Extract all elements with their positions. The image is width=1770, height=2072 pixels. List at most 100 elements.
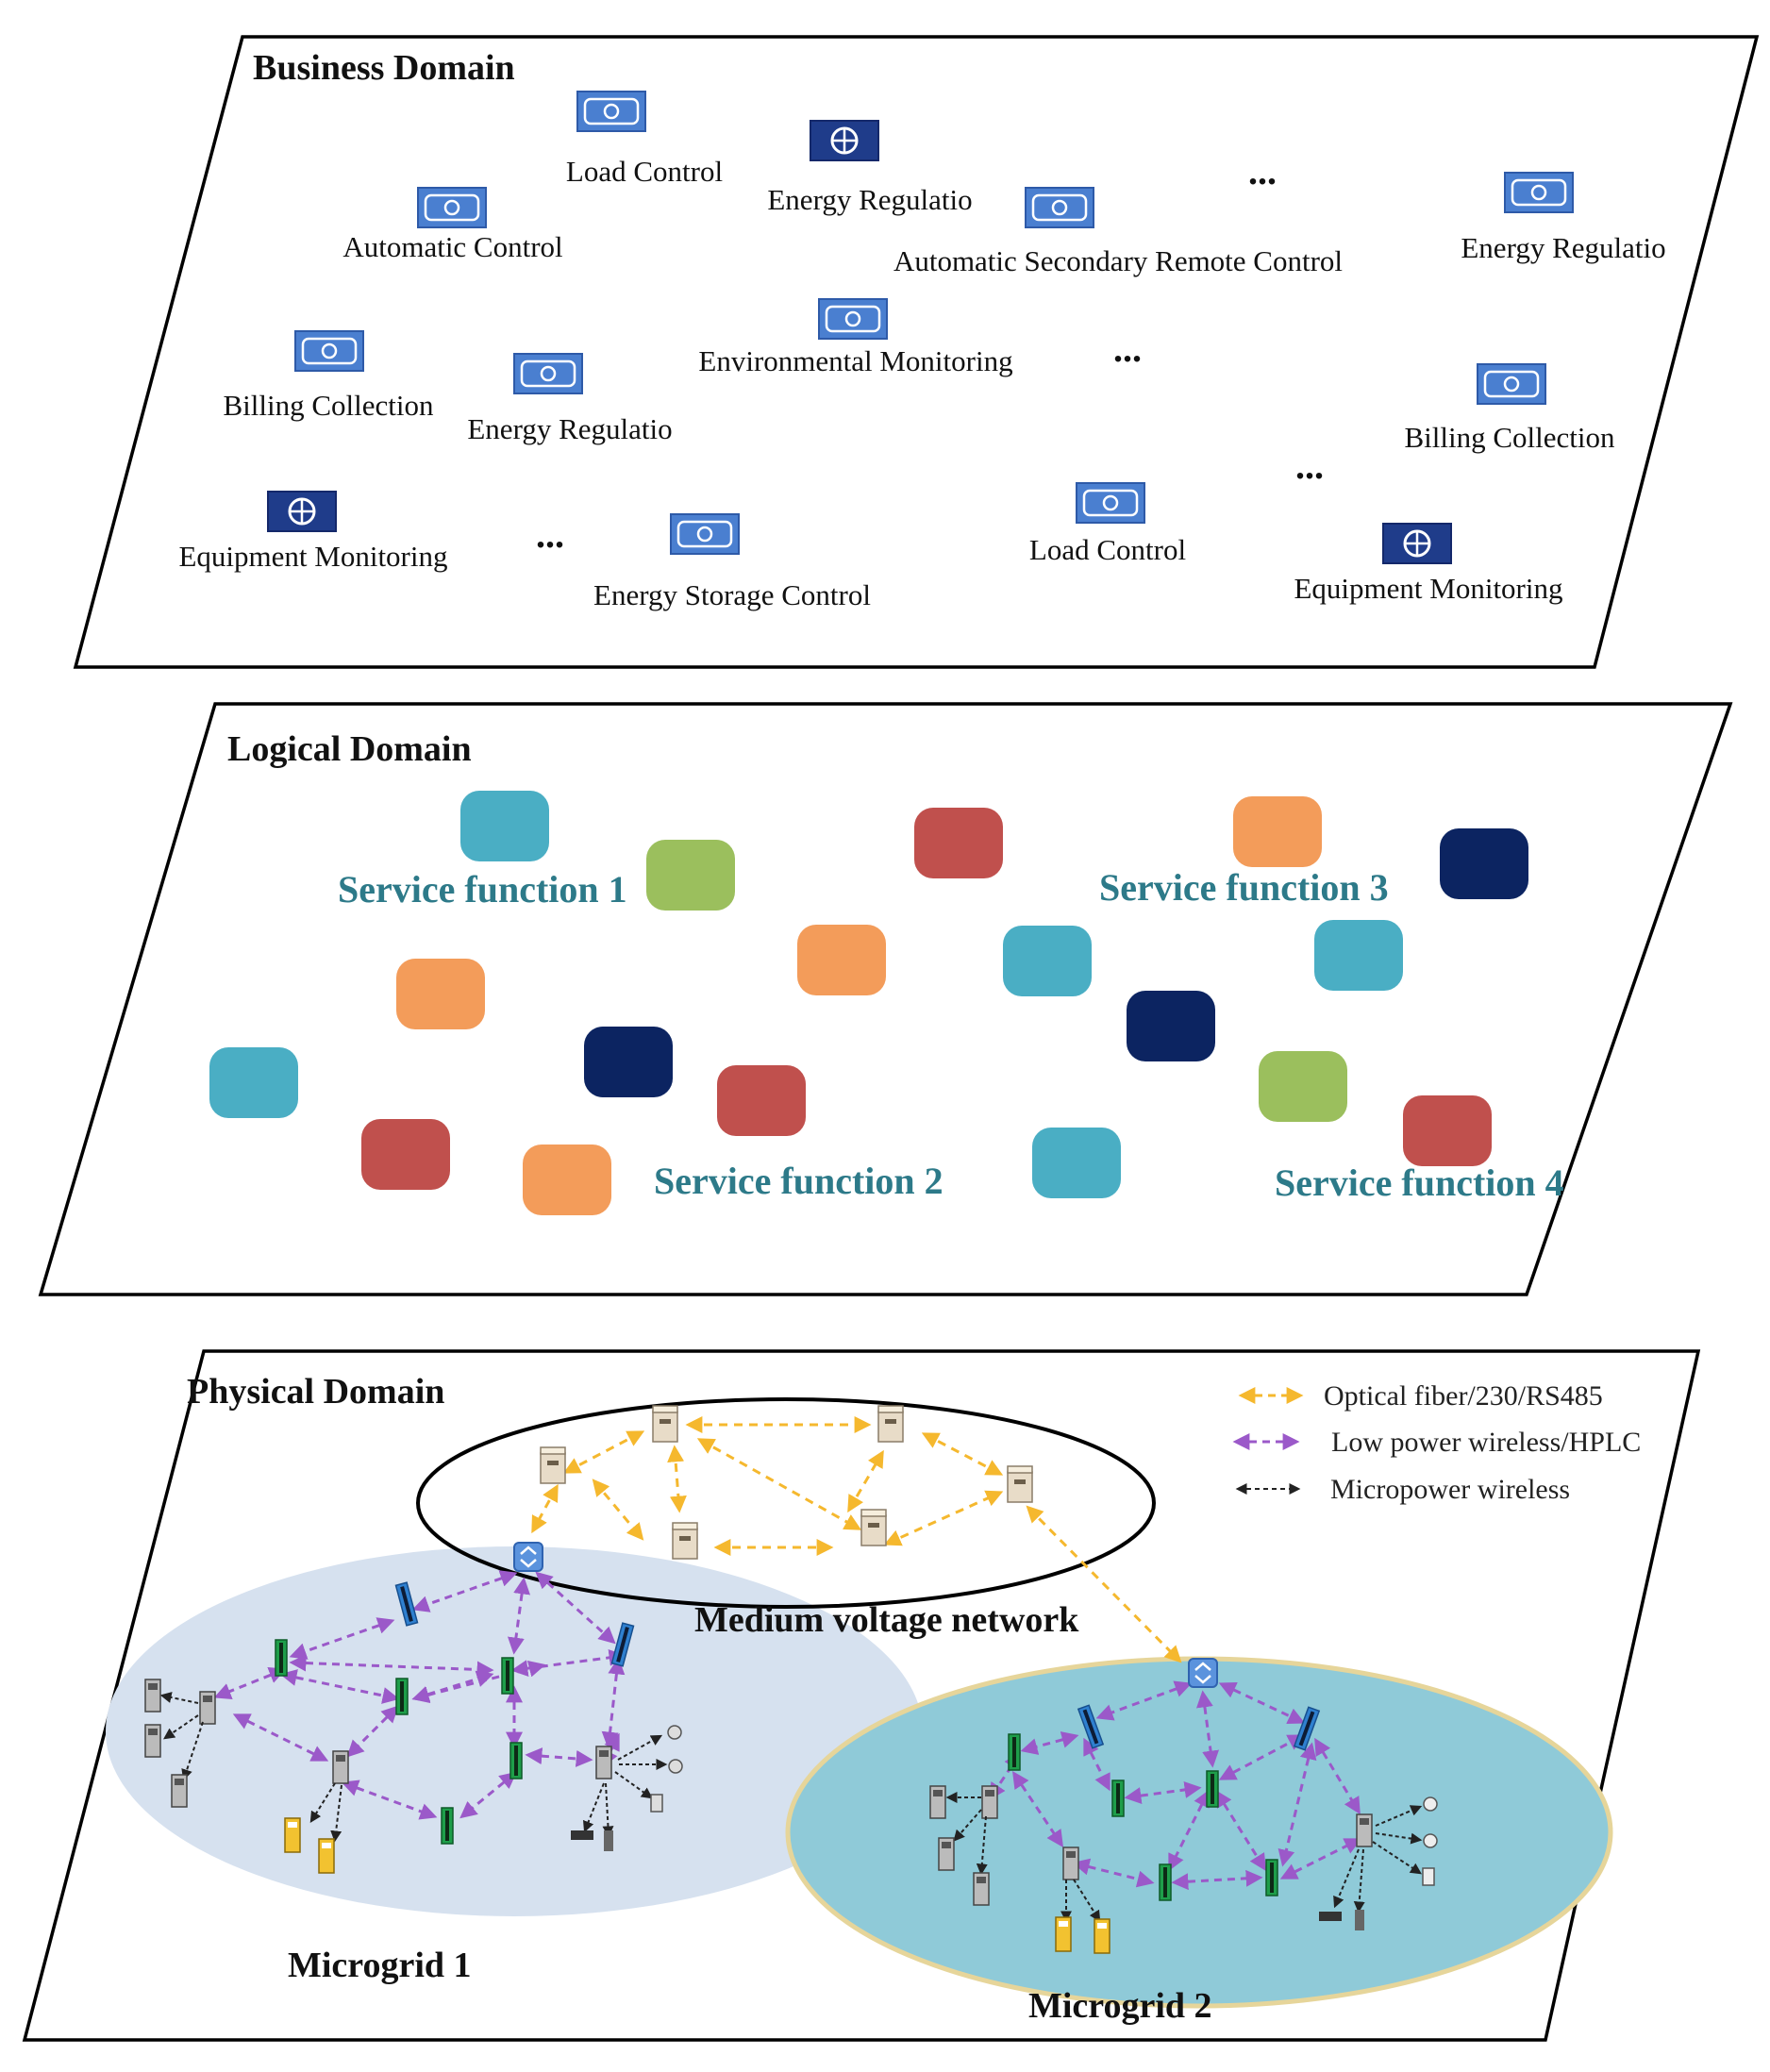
service-function-4-label: Service function 4	[1275, 1161, 1564, 1204]
meter-icon	[1356, 1813, 1373, 1847]
legend: Optical fiber/230/RS485 Low power wirele…	[1232, 1380, 1641, 1505]
legend-micropower-label: Micropower wireless	[1330, 1474, 1570, 1505]
physical-domain-title: Physical Domain	[187, 1372, 444, 1412]
meter-icon	[973, 1872, 990, 1906]
microgrid-1-links	[213, 1570, 626, 1820]
service-label-billing-collection: Billing Collection	[223, 389, 434, 422]
function-block	[1403, 1095, 1492, 1166]
energy-regulation-icon	[1503, 171, 1575, 214]
legend-low-power-label: Low power wireless/HPLC	[1331, 1427, 1641, 1458]
function-block	[396, 959, 485, 1029]
automatic-control-icon	[416, 186, 488, 229]
meter-icon	[1062, 1846, 1079, 1880]
smart-meter-icon	[1055, 1916, 1072, 1952]
smart-meter-icon	[1094, 1918, 1110, 1954]
equipment-monitoring-icon	[266, 490, 338, 533]
sensor-icon	[1422, 1867, 1435, 1886]
sensor-icon	[604, 1830, 613, 1851]
function-block	[523, 1145, 611, 1215]
function-block	[1003, 926, 1092, 996]
function-block	[460, 791, 549, 861]
ellipsis: ...	[1248, 150, 1277, 192]
meter-icon	[595, 1746, 612, 1780]
service-label-equipment-monitoring: Equipment Monitoring	[178, 540, 447, 573]
function-block	[717, 1065, 806, 1136]
remote-control-icon	[1024, 186, 1095, 229]
meter-icon	[144, 1679, 161, 1713]
ellipsis: ...	[1113, 327, 1142, 370]
sensor-icon	[1423, 1796, 1438, 1812]
billing-collection-icon	[1476, 362, 1547, 406]
ellipsis: ...	[1295, 444, 1324, 487]
concentrator-node-icon	[395, 1678, 409, 1715]
ellipsis: ...	[536, 513, 564, 556]
medium-voltage-network-ellipse	[416, 1397, 1156, 1609]
service-label-billing-collection: Billing Collection	[1404, 421, 1615, 454]
concentrator-node-icon	[1111, 1780, 1125, 1817]
concentrator-node-icon	[1265, 1859, 1278, 1897]
service-function-2-label: Service function 2	[654, 1160, 943, 1202]
environmental-monitoring-icon	[817, 297, 889, 341]
function-block	[584, 1027, 673, 1097]
sensor-icon	[1423, 1833, 1438, 1848]
microgrid-2-micropower-links	[945, 1792, 1423, 1923]
logical-domain: Logical Domain Service function 1 Servic…	[38, 702, 1733, 1296]
service-label-energy-regulation: Energy Regulatio	[1461, 231, 1665, 264]
service-label-automatic-control: Automatic Control	[342, 230, 562, 263]
server-icon	[652, 1405, 678, 1443]
meter-icon	[332, 1750, 349, 1784]
billing-collection-icon	[293, 329, 365, 373]
function-block	[1233, 796, 1322, 867]
concentrator-node-icon	[509, 1742, 523, 1780]
server-icon	[860, 1509, 887, 1546]
server-icon	[540, 1446, 566, 1484]
vehicle-icon	[1319, 1912, 1342, 1921]
function-block	[209, 1047, 298, 1118]
function-block	[1259, 1051, 1347, 1122]
smart-meter-icon	[318, 1838, 335, 1874]
function-blocks	[209, 791, 1528, 1215]
sensor-icon	[668, 1759, 683, 1774]
service-label-energy-storage-control: Energy Storage Control	[593, 578, 871, 611]
concentrator-node-icon	[1206, 1770, 1219, 1808]
legend-optical-label: Optical fiber/230/RS485	[1324, 1380, 1603, 1412]
microgrid-1-micropower-links	[159, 1692, 668, 1843]
microgrid-2-area	[785, 1656, 1613, 2009]
smart-meter-icon	[284, 1817, 301, 1853]
business-domain-plane	[73, 35, 1760, 669]
server-icon	[1007, 1465, 1033, 1503]
function-block	[646, 840, 735, 911]
meter-icon	[171, 1774, 188, 1808]
energy-regulation-icon	[512, 352, 584, 395]
function-block	[1032, 1128, 1121, 1198]
business-domain: Business Domain Load Control Energy Regu…	[73, 35, 1760, 669]
function-block	[797, 925, 886, 995]
medium-voltage-network-label: Medium voltage network	[694, 1600, 1079, 1640]
concentrator-node-icon	[501, 1657, 514, 1695]
concentrator-node-icon	[1159, 1863, 1172, 1901]
function-block	[1440, 828, 1528, 899]
function-block	[1314, 920, 1403, 991]
function-block	[361, 1119, 450, 1190]
gateway-router-icon	[1187, 1657, 1219, 1689]
meter-icon	[199, 1691, 216, 1725]
logical-domain-plane	[38, 702, 1733, 1296]
logical-domain-title: Logical Domain	[227, 729, 472, 769]
equipment-monitoring-icon	[1381, 522, 1453, 565]
concentrator-node-icon	[275, 1639, 288, 1677]
meter-icon	[929, 1785, 946, 1819]
vehicle-icon	[571, 1830, 593, 1840]
microgrid-2-links	[989, 1680, 1362, 1891]
service-function-3-label: Service function 3	[1099, 866, 1389, 909]
physical-domain: Physical Domain Optical fiber/230/RS485 …	[22, 1349, 1701, 2042]
sensor-icon	[667, 1725, 682, 1740]
meter-icon	[981, 1785, 998, 1819]
function-block	[1127, 991, 1215, 1061]
energy-regulation-icon	[809, 119, 880, 162]
sensor-icon	[650, 1794, 663, 1813]
concentrator-node-icon	[1008, 1733, 1021, 1771]
business-domain-title: Business Domain	[253, 48, 515, 88]
service-label-load-control: Load Control	[1029, 533, 1186, 566]
sensor-icon	[1355, 1910, 1364, 1930]
